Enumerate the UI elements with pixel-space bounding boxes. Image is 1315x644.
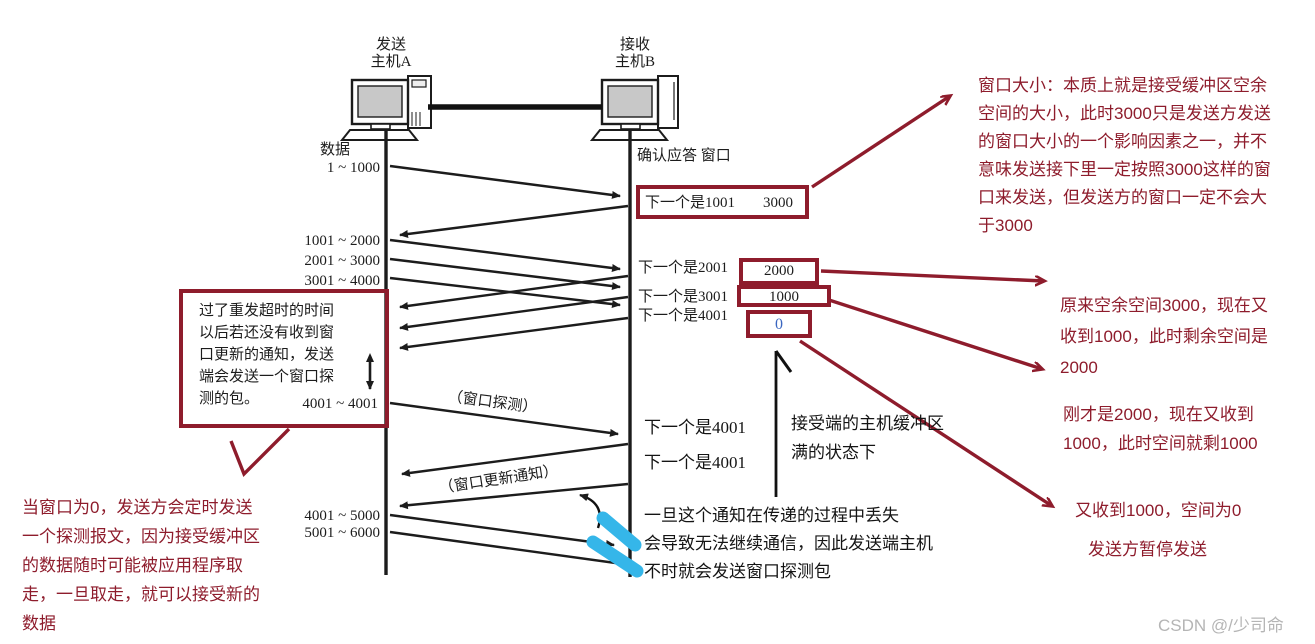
ack1-window: 3000: [763, 195, 793, 211]
seq-label-3: 2001 ~ 3000: [304, 253, 380, 269]
ack3-label: 下一个是3001: [638, 289, 729, 305]
window-size-note: 窗口大小：本质上就是接受缓冲区空余 空间的大小，此时3000只是发送方发送 的窗…: [978, 76, 1271, 235]
host-b-label: 接收 主机B: [614, 37, 655, 70]
ack3-window: 1000: [769, 289, 799, 305]
timeout-note-text: 过了重发超时的时间 以后若还没有收到窗 口更新的通知，发送 端会发送一个窗口探 …: [199, 303, 335, 407]
window-0-box: [746, 310, 812, 338]
seq-label-2: 1001 ~ 2000: [304, 233, 380, 249]
ack5-label: 下一个是4001: [644, 418, 746, 437]
window-1000-box: [737, 285, 831, 307]
lost-note: 一旦这个通知在传递的过程中丢失 会导致无法继续通信，因此发送端主机 不时就会发送…: [644, 506, 933, 581]
csdn-watermark: CSDN @/少司命: [1158, 616, 1284, 635]
ack6-label: 下一个是4001: [644, 453, 746, 472]
annotation-connectors: [229, 96, 1052, 506]
pause-send-note: 发送方暂停发送: [1088, 540, 1207, 559]
host-a-label: 发送 主机A: [370, 37, 412, 70]
seq-label-5: 4001 ~ 5000: [304, 508, 380, 524]
remain-1000-note: 刚才是2000，现在又收到 1000，此时空间就剩1000: [1063, 405, 1258, 453]
buffer-full-note: 接受端的主机缓冲区 满的状态下: [791, 414, 944, 462]
lost-note-curved-arrow: [579, 493, 602, 529]
ack-column-label: 确认应答 窗口: [637, 148, 731, 164]
timeout-note-box: [179, 289, 389, 428]
seq-label-1: 1 ~ 1000: [326, 160, 380, 176]
ack2-window: 2000: [764, 263, 794, 279]
ack2-label: 下一个是2001: [638, 260, 729, 276]
ack1-label: 下一个是1001: [645, 195, 736, 211]
data-column-label: 数据: [320, 142, 351, 158]
segment-arrows: [389, 164, 631, 568]
probe-timer-note: 当窗口为0，发送方会定时发送 一个探测报文，因为接受缓冲区 的数据随时可能被应用…: [22, 498, 260, 633]
host-a-computer-icon: [339, 75, 432, 141]
remain-2000-note: 原来空余空间3000，现在又 收到1000，此时剩余空间是 2000: [1060, 296, 1268, 377]
host-b-computer-icon: [589, 75, 679, 141]
seq-label-4: 3001 ~ 4000: [304, 273, 380, 289]
seq-label-6: 5001 ~ 6000: [304, 525, 380, 541]
ack4-label: 下一个是4001: [638, 308, 729, 324]
zero-window-pointer-arrow: [774, 350, 793, 497]
ack-3000-box: [636, 185, 809, 219]
loss-highlight-strokes: [586, 511, 644, 578]
ack4-window: 0: [775, 316, 783, 333]
probe-seq-label: 4001 ~ 4001: [302, 396, 378, 412]
zero-window-note: 又收到1000，空间为0: [1075, 501, 1242, 520]
window-2000-box: [739, 258, 819, 285]
timeout-box-pointer: [229, 427, 291, 478]
